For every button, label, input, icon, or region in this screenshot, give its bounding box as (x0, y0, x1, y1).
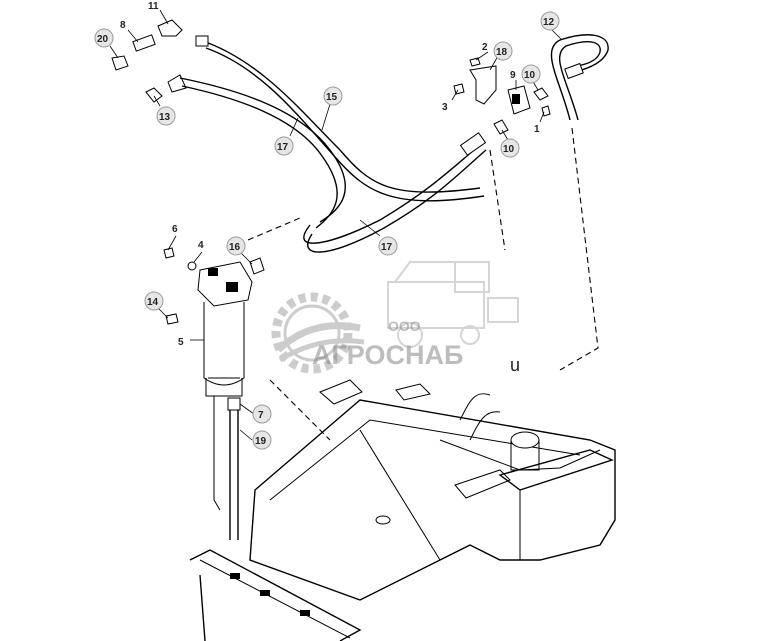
fitting-11 (157, 19, 183, 37)
callout-6: 6 (172, 224, 178, 235)
svg-text:19: 19 (255, 436, 267, 447)
bolt-2 (469, 57, 481, 67)
bracket-18 (469, 65, 497, 105)
hose-15 (195, 35, 485, 202)
svg-text:4: 4 (198, 240, 204, 251)
callout-19: 19 (252, 430, 272, 450)
hose-17-lower (303, 132, 487, 253)
svg-text:15: 15 (326, 92, 338, 103)
callout-4: 4 (198, 240, 204, 251)
callout-18: 18 (493, 41, 513, 61)
clamp-16 (249, 257, 265, 275)
svg-text:9: 9 (510, 70, 516, 81)
svg-text:3: 3 (442, 102, 448, 113)
connector-7 (227, 397, 241, 411)
gear-logo-icon (271, 292, 365, 374)
svg-text:1: 1 (534, 124, 540, 135)
callout-12: 12 (540, 11, 560, 31)
callout-14: 14 (144, 291, 164, 311)
dashed-leader-left (247, 217, 301, 241)
fitting-8 (132, 34, 156, 52)
callout-1: 1 (534, 124, 540, 135)
sensor-19 (213, 396, 239, 540)
callout-8: 8 (120, 20, 126, 31)
bolt-14 (165, 313, 179, 325)
callout-2: 2 (482, 42, 488, 53)
svg-text:5: 5 (178, 337, 184, 348)
callout-5: 5 (178, 337, 184, 348)
svg-text:17: 17 (381, 242, 393, 253)
callout-15: 15 (323, 86, 343, 106)
svg-text:2: 2 (482, 42, 488, 53)
watermark: ООО АГРОСНАБ u (271, 261, 520, 375)
frame-rail (189, 379, 431, 641)
callout-3: 3 (442, 102, 448, 113)
svg-text:11: 11 (148, 1, 159, 12)
svg-text:7: 7 (258, 410, 264, 421)
svg-text:18: 18 (496, 47, 508, 58)
fuel-tank (249, 393, 616, 601)
callout-20: 20 (94, 28, 114, 48)
svg-text:17: 17 (277, 142, 289, 153)
fitting-20 (111, 55, 129, 71)
hose-17-upper (167, 74, 346, 229)
watermark-suffix: u (510, 355, 520, 375)
callout-7: 7 (252, 404, 272, 424)
svg-text:16: 16 (229, 242, 241, 253)
fitting-10-top (533, 87, 549, 101)
svg-text:13: 13 (159, 112, 171, 123)
dashed-leader-lower (269, 379, 331, 441)
svg-text:6: 6 (172, 224, 178, 235)
leader-lines (109, 9, 563, 441)
filter-head-4 (197, 261, 253, 307)
svg-text:8: 8 (120, 20, 126, 31)
callout-9: 9 (510, 70, 516, 81)
valve-9 (507, 85, 531, 115)
svg-text:10: 10 (503, 144, 515, 155)
hose-12 (550, 34, 609, 121)
bolt-6 (163, 247, 175, 259)
fitting-10-mid (493, 119, 509, 135)
callout-17a: 17 (274, 136, 294, 156)
watermark-prefix: ООО (388, 318, 421, 334)
washer-4 (187, 261, 197, 271)
svg-text:12: 12 (543, 17, 555, 28)
svg-text:10: 10 (524, 70, 536, 81)
callout-11: 11 (148, 1, 159, 12)
dashed-leader-right (559, 127, 599, 371)
bolt-3 (453, 83, 465, 95)
callout-10a: 10 (521, 64, 541, 84)
filter-canister-5 (203, 302, 245, 397)
svg-text:20: 20 (97, 34, 109, 45)
dashed-leader-center (489, 149, 506, 251)
harvester-logo-icon (387, 261, 519, 348)
watermark-company: АГРОСНАБ (312, 340, 463, 370)
callout-16: 16 (226, 236, 246, 256)
svg-text:14: 14 (147, 297, 159, 308)
callout-17b: 17 (378, 236, 398, 256)
fitting-13 (145, 87, 163, 103)
callout-10b: 10 (500, 138, 520, 158)
callout-13: 13 (156, 106, 176, 126)
